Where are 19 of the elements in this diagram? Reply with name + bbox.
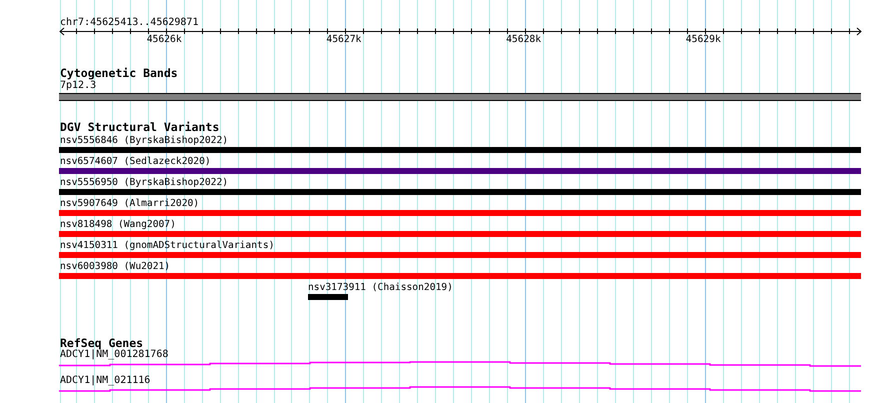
variant-label: nsv3173911 (Chaisson2019): [308, 282, 453, 293]
track-title: DGV Structural Variants: [60, 121, 220, 134]
tick-label: 45627k: [326, 34, 362, 46]
variant-label: nsv818498 (Wang2007): [60, 218, 176, 230]
band-label: 7p12.3: [60, 80, 96, 91]
variant-label: nsv4150311 (gnomADStructuralVariants): [60, 240, 274, 251]
variant-label: nsv5556950 (ByrskaBishop2022): [60, 176, 228, 188]
tick-label: 45628k: [506, 34, 542, 46]
variant-label: nsv5556846 (ByrskaBishop2022): [60, 135, 228, 146]
variant-label: nsv6003980 (Wu2021): [60, 260, 170, 272]
gene-label: ADCY1|NM_021116: [60, 375, 150, 386]
tick-label: 45626k: [146, 34, 182, 46]
track-title: Cytogenetic Bands: [60, 67, 178, 80]
gene-label: ADCY1|NM_001281768: [60, 349, 168, 360]
tick-label: 45629k: [686, 34, 721, 46]
variant-label: nsv5907649 (Almarri2020): [60, 198, 200, 209]
region-label: chr7:45625413..45629871: [60, 16, 198, 28]
track-title: RefSeq Genes: [60, 337, 144, 350]
variant-label: nsv6574607 (Sedlazeck2020): [60, 156, 211, 167]
